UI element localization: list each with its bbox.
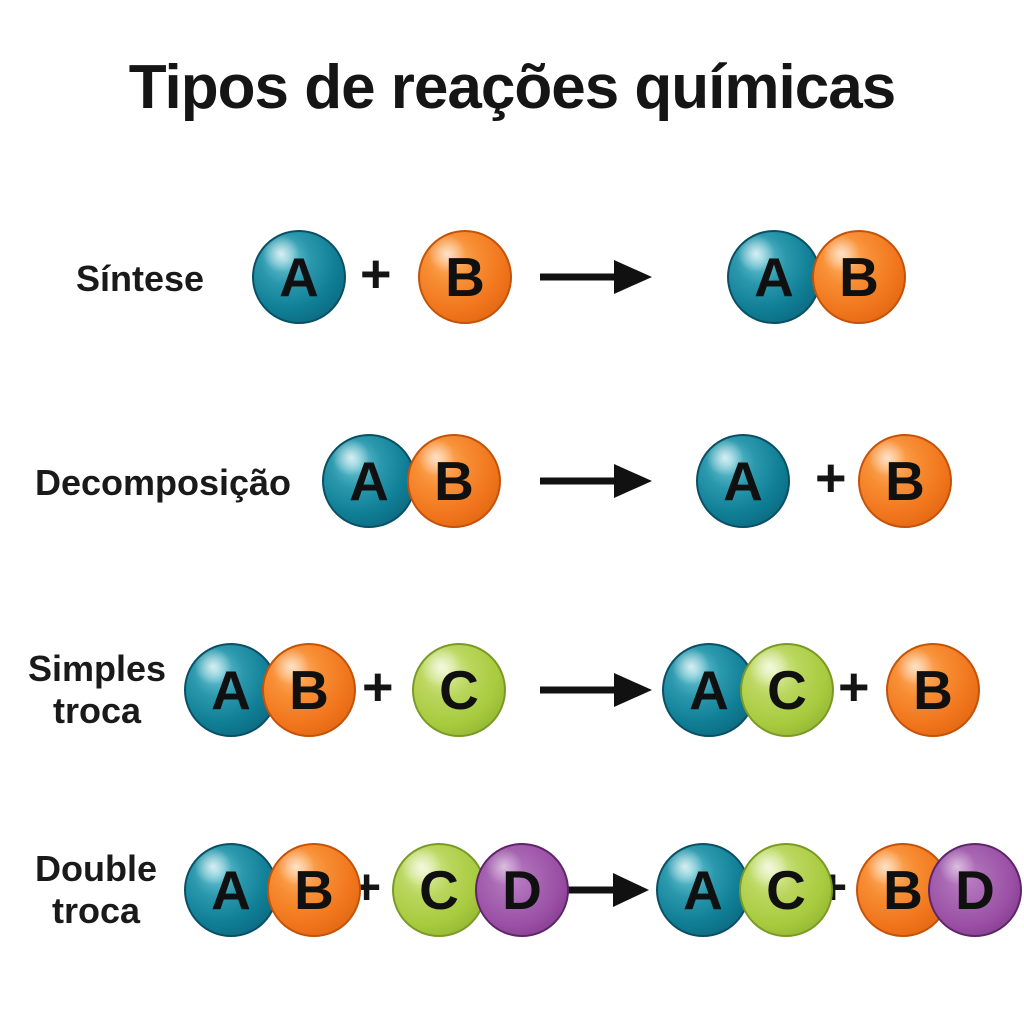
molecule-ab-a: A — [184, 643, 278, 737]
row-label-line2: troca — [51, 890, 141, 932]
plus-sign: + — [362, 657, 394, 717]
row-label-line1: Simples — [27, 648, 167, 689]
row-label-simples-troca: Simples troca — [12, 648, 182, 733]
molecule-cd-d-letter: D — [502, 858, 542, 921]
molecule-ac-a: A — [656, 843, 750, 937]
reaction-arrow-icon — [545, 873, 649, 907]
reaction-arrow-icon — [540, 464, 652, 498]
molecule-ab-b: B — [262, 643, 356, 737]
molecule-ac-c-letter: C — [766, 858, 806, 921]
reaction-arrow-icon — [540, 260, 652, 294]
molecule-ab-b-letter: B — [839, 245, 879, 308]
molecule-ab-a: A — [727, 230, 821, 324]
molecule-cd-c-letter: C — [419, 858, 459, 921]
plus-sign: + — [838, 657, 870, 717]
molecule-ac-c: C — [740, 643, 834, 737]
molecule-ab-a-letter: A — [349, 449, 389, 512]
page-title: Tipos de reações químicas — [128, 53, 896, 122]
row-label-double-troca: Double troca — [16, 848, 176, 933]
molecule-ab-b: B — [267, 843, 361, 937]
molecule-ab-a-letter: A — [211, 658, 251, 721]
molecule-a: A — [696, 434, 790, 528]
molecule-ab-a-letter: A — [211, 858, 251, 921]
row-label-decomposicao: Decomposição — [34, 462, 292, 503]
molecule-c-letter: C — [439, 658, 479, 721]
molecule-ab-b-letter: B — [289, 658, 329, 721]
row-label-line2: troca — [52, 690, 142, 732]
molecule-ab-b-letter: B — [294, 858, 334, 921]
molecule-ab-b: B — [407, 434, 501, 528]
molecule-ac-a-letter: A — [683, 858, 723, 921]
molecule-cd-c: C — [392, 843, 486, 937]
reaction-arrow-icon — [540, 673, 652, 707]
molecule-ab-a: A — [322, 434, 416, 528]
molecule-ab-a-letter: A — [754, 245, 794, 308]
molecule-b-letter: B — [885, 449, 925, 512]
row-label-line1: Double — [35, 848, 157, 889]
molecule-a: A — [252, 230, 346, 324]
molecule-bd-d-letter: D — [955, 858, 995, 921]
molecule-b: B — [858, 434, 952, 528]
plus-sign: + — [360, 244, 392, 304]
molecule-ac-c-letter: C — [767, 658, 807, 721]
molecule-ac-a: A — [662, 643, 756, 737]
molecule-c: C — [412, 643, 506, 737]
row-label-sintese: Síntese — [75, 258, 205, 299]
molecule-ab-a: A — [184, 843, 278, 937]
molecule-b-letter: B — [913, 658, 953, 721]
molecule-bd-d: D — [928, 843, 1022, 937]
molecule-a-letter: A — [723, 449, 763, 512]
molecule-b: B — [418, 230, 512, 324]
molecule-ac-c: C — [739, 843, 833, 937]
molecule-a-letter: A — [279, 245, 319, 308]
molecule-b-letter: B — [445, 245, 485, 308]
molecule-ab-b-letter: B — [434, 449, 474, 512]
molecule-bd-b-letter: B — [883, 858, 923, 921]
plus-sign: + — [815, 448, 847, 508]
molecule-ab-b: B — [812, 230, 906, 324]
molecule-cd-d: D — [475, 843, 569, 937]
molecule-ac-a-letter: A — [689, 658, 729, 721]
molecule-b: B — [886, 643, 980, 737]
